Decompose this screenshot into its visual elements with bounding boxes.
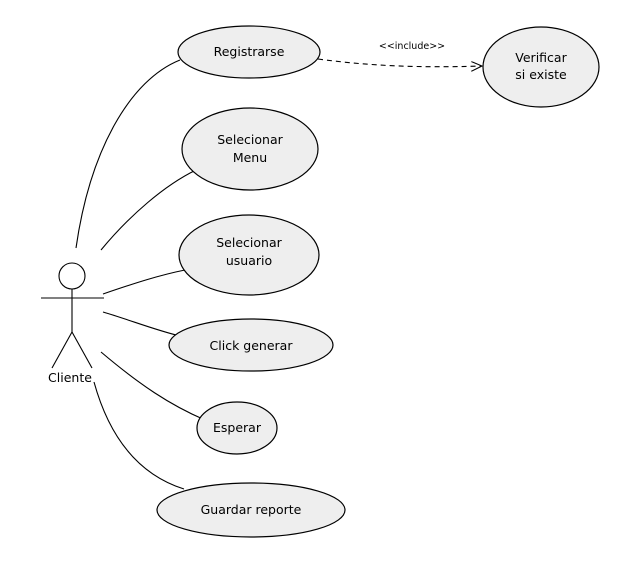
association-seleccionar-usuario — [102, 269, 186, 295]
use-case-label: Menu — [233, 150, 267, 165]
association-esperar — [100, 351, 206, 421]
association-guardar-reporte — [93, 381, 185, 490]
use-case-label: Registrarse — [214, 44, 285, 59]
use-case-label: Selecionar — [217, 132, 283, 147]
use-case-verificar-existe[interactable]: Verificar si existe — [482, 26, 600, 108]
actor-right-leg — [71, 331, 93, 369]
include-label: <<include>> — [379, 41, 445, 52]
actor-cliente[interactable]: Cliente — [41, 262, 104, 385]
use-case-guardar-reporte[interactable]: Guardar reporte — [156, 482, 346, 538]
use-case-esperar[interactable]: Esperar — [196, 401, 278, 455]
use-case-label: Esperar — [213, 420, 262, 435]
use-case-label: Selecionar — [216, 235, 282, 250]
actor-left-leg — [51, 331, 73, 369]
use-case-label: Verificar — [515, 50, 567, 65]
use-case-label: usuario — [226, 253, 272, 268]
association-registrarse — [75, 59, 181, 249]
use-case-click-generar[interactable]: Click generar — [168, 318, 334, 372]
use-case-label: si existe — [515, 67, 567, 82]
include-dependency-line — [317, 58, 482, 67]
actor-label: Cliente — [48, 370, 92, 385]
use-case-label: Click generar — [210, 338, 294, 353]
use-case-registrarse[interactable]: Registrarse — [177, 25, 321, 79]
use-case-label: Guardar reporte — [201, 502, 302, 517]
use-case-seleccionar-usuario[interactable]: Selecionar usuario — [178, 214, 320, 296]
actor-head — [58, 262, 86, 290]
association-seleccionar-menu — [100, 169, 197, 251]
use-case-seleccionar-menu[interactable]: Selecionar Menu — [181, 107, 319, 191]
association-click-generar — [102, 311, 181, 337]
